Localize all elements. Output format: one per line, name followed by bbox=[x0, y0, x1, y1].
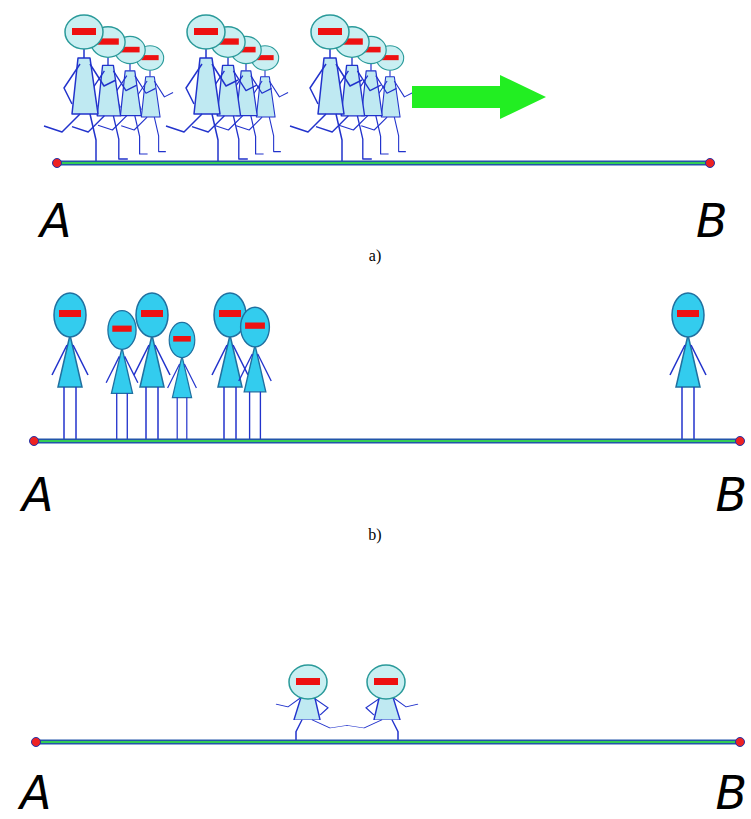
point-letter: A bbox=[20, 770, 51, 816]
standing-people bbox=[52, 293, 706, 440]
point-letter: A bbox=[40, 198, 71, 244]
track-line bbox=[53, 159, 715, 168]
panel-label: a) bbox=[369, 248, 381, 264]
panel-label: b) bbox=[368, 527, 381, 543]
point-letter: A bbox=[22, 472, 53, 518]
running-crowd bbox=[44, 15, 413, 162]
track-line bbox=[30, 437, 745, 446]
runners-apart bbox=[276, 665, 418, 742]
point-letter: B bbox=[715, 472, 747, 518]
point-letter: B bbox=[696, 198, 728, 244]
direction-arrow bbox=[412, 75, 546, 119]
track-line bbox=[32, 738, 745, 747]
point-letter: B bbox=[715, 770, 747, 816]
